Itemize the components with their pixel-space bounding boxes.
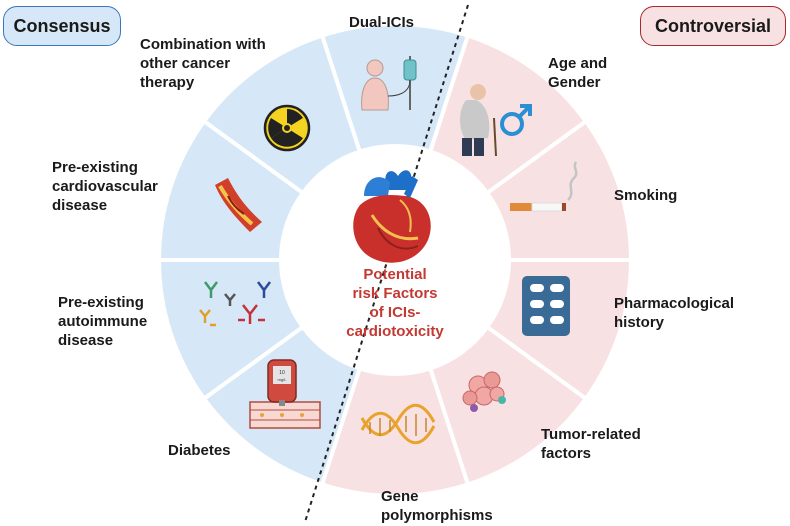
label-combination-therapy: Combination with other cancer therapy bbox=[140, 36, 266, 91]
iv-patient-icon bbox=[361, 56, 417, 111]
label-dual-icis: Dual-ICIs bbox=[349, 14, 415, 31]
male-symbol-icon bbox=[500, 104, 532, 136]
radiation-icon bbox=[263, 104, 311, 152]
label-pharmacological-history: Pharmacological history bbox=[614, 295, 735, 331]
label-age-gender: Age and Gender bbox=[548, 55, 608, 91]
divider-line bbox=[304, 4, 469, 523]
dna-icon bbox=[360, 403, 436, 445]
label-cardiovascular-disease: Pre-existing cardiovascular disease bbox=[52, 159, 158, 214]
label-gene-polymorphisms: Gene polymorphisms bbox=[381, 488, 493, 524]
label-autoimmune-disease: Pre-existing autoimmune disease bbox=[58, 294, 148, 349]
label-smoking: Smoking bbox=[614, 187, 678, 204]
center-title: Potential risk Factors of ICIs- cardioto… bbox=[346, 266, 444, 340]
glucose-monitor-icon: 10 mg/L bbox=[249, 359, 321, 429]
label-diabetes: Diabetes bbox=[168, 442, 231, 459]
consensus-label: Consensus bbox=[3, 6, 121, 46]
elderly-person-icon bbox=[460, 84, 497, 157]
antibodies-icon bbox=[199, 281, 271, 327]
tumor-cells-icon bbox=[462, 371, 506, 412]
pills-icon bbox=[522, 276, 570, 336]
controversial-label: Controversial bbox=[640, 6, 786, 46]
svg-text:mg/L: mg/L bbox=[278, 377, 288, 382]
heart-icon bbox=[353, 170, 431, 263]
monitor-reading: 10 bbox=[279, 370, 285, 376]
label-tumor-factors: Tumor-related factors bbox=[541, 426, 641, 462]
cigarette-icon bbox=[510, 161, 578, 212]
vessel-icon bbox=[215, 178, 262, 232]
